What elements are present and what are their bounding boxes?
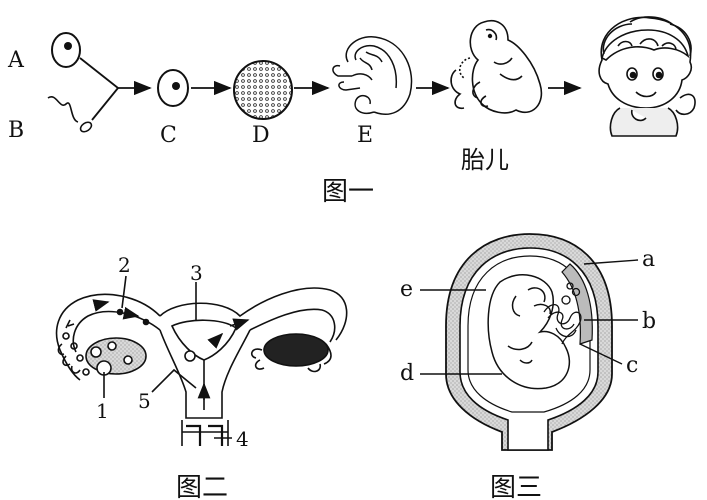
label-c: C — [160, 123, 177, 148]
label-a-placenta: a — [642, 247, 655, 272]
fertilization-lines — [79, 57, 152, 121]
fetus-in-uterus — [487, 274, 571, 390]
label-a: A — [7, 48, 25, 73]
uterine-cavity — [170, 319, 237, 361]
embryo-e — [332, 35, 413, 115]
figure-2 — [55, 275, 348, 446]
label-c: c — [626, 353, 638, 378]
fetus — [450, 20, 543, 114]
child — [598, 16, 696, 137]
placenta — [561, 263, 593, 345]
label-fetus: 胎儿 — [461, 146, 509, 174]
blastocyst-d — [233, 60, 293, 120]
egg-cell-a — [51, 32, 81, 68]
label-5: 5 — [138, 389, 151, 413]
label-2: 2 — [118, 253, 131, 277]
label-3: 3 — [190, 261, 203, 285]
label-4: 4 — [236, 427, 249, 451]
caption-figure-3: 图三 — [490, 473, 542, 500]
embryo-in-uterus — [184, 350, 196, 362]
uterus-outline — [159, 287, 348, 341]
caption-figure-1: 图一 — [322, 177, 374, 207]
label-b-cord: b — [642, 309, 656, 334]
sperm-cell-b — [47, 95, 93, 133]
left-fallopian-tube — [55, 293, 161, 381]
zygote-c — [157, 69, 189, 107]
figure-1: A B C D — [7, 16, 696, 174]
label-1: 1 — [96, 399, 109, 423]
right-ovary — [250, 333, 329, 370]
pointer-c — [579, 343, 623, 365]
pointer-a — [583, 259, 639, 265]
pointer-2 — [121, 275, 127, 309]
pointer-5 — [151, 368, 197, 393]
label-b: B — [8, 118, 24, 143]
label-e: E — [357, 123, 373, 148]
label-d: D — [252, 123, 270, 148]
caption-figure-2: 图二 — [176, 473, 228, 500]
label-e-amnion: e — [400, 277, 413, 302]
umbilical-cord — [543, 282, 582, 345]
left-ovary — [85, 337, 147, 376]
label-d-fetus: d — [400, 361, 414, 386]
fertilization-dot — [116, 308, 124, 316]
figure-3 — [420, 233, 639, 451]
